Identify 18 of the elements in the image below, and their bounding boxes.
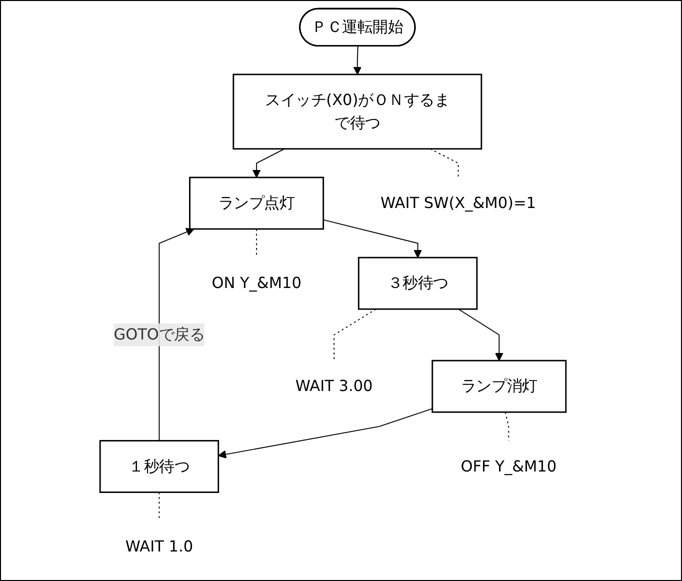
connector (430, 148, 459, 178)
node-text: WAIT 3.00 (295, 376, 373, 395)
arrow (158, 228, 194, 442)
arrow (252, 148, 286, 178)
node-text: WAIT SW(X_&M0)=1 (380, 194, 536, 212)
arrow (218, 408, 433, 458)
node-text: WAIT 1.0 (125, 537, 194, 556)
node-box: ３秒待つ (358, 256, 478, 310)
arrow (353, 46, 362, 75)
arrow (458, 308, 504, 361)
node-text: ON Y_&M10 (212, 274, 302, 292)
node-box: １秒待つ (99, 440, 220, 493)
arrow (322, 219, 422, 258)
node-box: スイッチ(X0)がＯＮするまで待つ (232, 74, 482, 150)
node-box: ランプ消灯 (432, 360, 567, 413)
node-text: OFF Y_&M10 (460, 456, 557, 476)
edge-label: GOTOで戻る (114, 325, 205, 344)
node-box: ランプ点灯 (189, 176, 324, 230)
